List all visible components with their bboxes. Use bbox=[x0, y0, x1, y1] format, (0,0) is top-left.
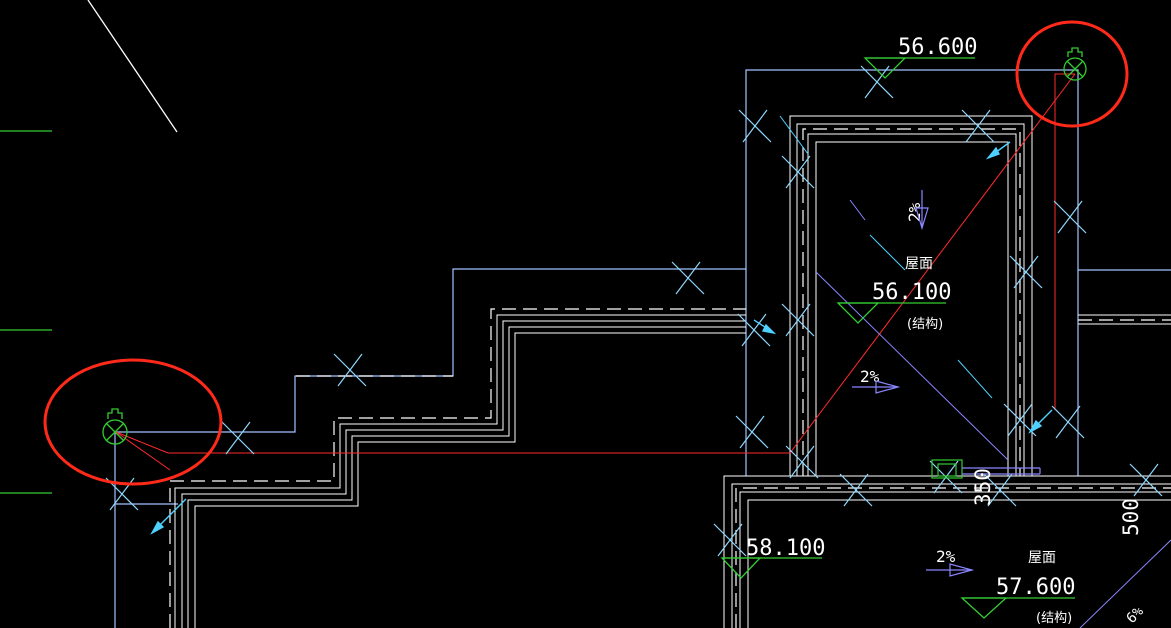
construction-line bbox=[87, 0, 178, 133]
slope-a1: 2% bbox=[905, 190, 929, 231]
slope-a2: 2% bbox=[852, 367, 901, 394]
elevation-marker-roof-a: 56.100 bbox=[836, 280, 951, 324]
cross-mark-stroke bbox=[864, 65, 890, 99]
elev-left-bottom-label: 58.100 bbox=[746, 536, 825, 561]
elev-roof-a-label: 56.100 bbox=[872, 280, 951, 305]
dim-500-label: 500 bbox=[1119, 498, 1143, 536]
roof-b-label: 屋面 bbox=[1028, 550, 1056, 566]
ridge-lines bbox=[815, 199, 1171, 628]
slope-c-label: 6% bbox=[1124, 603, 1148, 627]
red-highlight-circle bbox=[1015, 20, 1129, 128]
cross-mark-stroke bbox=[717, 523, 743, 557]
cross-mark-stroke bbox=[225, 421, 251, 455]
cross-mark-stroke bbox=[741, 313, 767, 347]
cross-mark-stroke bbox=[789, 445, 815, 479]
slope-a1-label: 2% bbox=[905, 202, 924, 222]
cross-mark-stroke bbox=[1007, 403, 1033, 437]
cross-mark-stroke bbox=[987, 473, 1013, 507]
cross-mark-stroke bbox=[1013, 255, 1039, 289]
cross-marks bbox=[105, 65, 1163, 557]
wall-lines bbox=[174, 115, 1171, 628]
cross-mark-stroke bbox=[742, 109, 768, 143]
struct-b-label: (结构) bbox=[1036, 611, 1072, 626]
elevation-marker-left-bottom: 58.100 bbox=[720, 536, 825, 579]
roof-drain-symbol bbox=[1063, 47, 1087, 81]
roof-a-label: 屋面 bbox=[905, 256, 933, 272]
cross-mark-stroke bbox=[1057, 200, 1083, 234]
cross-mark-stroke bbox=[1133, 463, 1159, 497]
flow-arrows bbox=[150, 141, 1053, 535]
elev-top-label: 56.600 bbox=[898, 35, 977, 60]
cross-mark-stroke bbox=[785, 155, 811, 189]
slope-b-label: 2% bbox=[936, 547, 956, 566]
slope-a2-label: 2% bbox=[860, 367, 880, 386]
cross-mark-stroke bbox=[785, 303, 811, 337]
elevation-marker-roof-b: 57.600 bbox=[960, 575, 1075, 619]
red-highlight-circle bbox=[43, 358, 223, 486]
struct-a-label: (结构) bbox=[907, 317, 943, 332]
cross-mark-stroke bbox=[337, 353, 363, 387]
dashed-lines bbox=[169, 128, 1171, 628]
slope-c-partial: 6% bbox=[1124, 603, 1148, 627]
elev-roof-b-label: 57.600 bbox=[996, 575, 1075, 600]
grid-ticks bbox=[0, 130, 52, 494]
elevation-marker-top: 56.600 bbox=[863, 35, 977, 79]
slope-b: 2% bbox=[926, 547, 975, 577]
cross-mark-stroke bbox=[933, 460, 959, 494]
dimension-350: 350 bbox=[971, 468, 995, 506]
diagonal-hatch bbox=[779, 115, 993, 399]
overflow-symbol bbox=[931, 459, 1041, 479]
roof-drain-symbol bbox=[102, 408, 128, 445]
dimension-500: 500 bbox=[1119, 498, 1143, 536]
dim-350-label: 350 bbox=[971, 468, 995, 506]
cross-mark-stroke bbox=[965, 109, 991, 143]
drain-pipe-lines bbox=[115, 73, 1076, 471]
cross-mark-stroke bbox=[675, 261, 701, 295]
cross-mark-stroke bbox=[843, 473, 869, 507]
cross-mark-stroke bbox=[1055, 405, 1081, 439]
parapet-outline bbox=[114, 69, 1171, 628]
cross-mark-stroke bbox=[739, 415, 765, 449]
